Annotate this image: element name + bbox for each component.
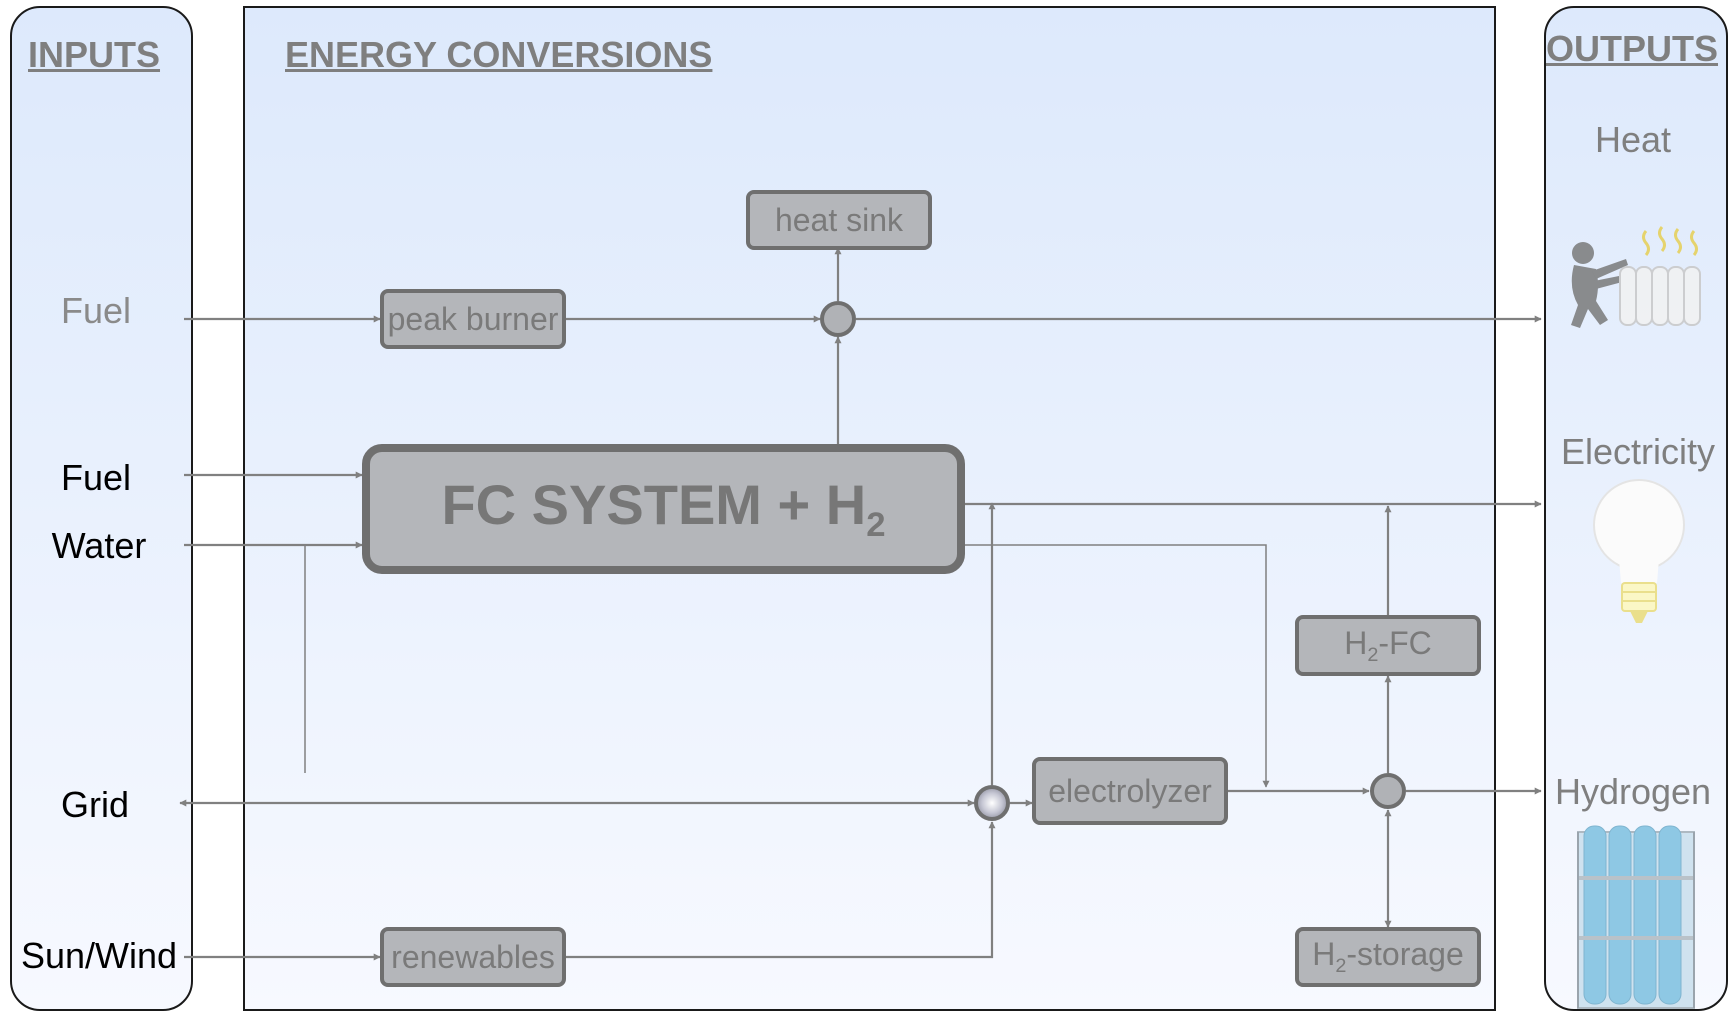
h2-fc-label: H2-FC [1344, 624, 1432, 666]
fc-system-label: FC SYSTEM + H2 [441, 473, 886, 545]
input-grid-label: Grid [60, 784, 130, 825]
hydrogen-junction [1370, 773, 1406, 809]
outputs-header: OUTPUTS [1546, 28, 1719, 69]
grid-junction [974, 785, 1010, 821]
energy-conversions-header: ENERGY CONVERSIONS [285, 34, 713, 75]
connector-fc-to-hydrogen-line [965, 544, 1270, 788]
person-warming-at-radiator-icon [1571, 226, 1701, 328]
h2-fc-box: H2-FC [1295, 615, 1481, 676]
gas-cylinders-icon [1577, 825, 1695, 1009]
heat-sink-box: heat sink [746, 190, 932, 250]
input-fuel-label: Fuel [60, 457, 132, 498]
input-fuel-peak-label: Fuel [60, 290, 132, 331]
h2-storage-label: H2-storage [1312, 936, 1464, 977]
peak-burner-label: peak burner [387, 300, 559, 337]
renewables-label: renewables [391, 938, 555, 975]
output-electricity-label: Electricity [1560, 431, 1716, 472]
h2-storage-box: H2-storage [1295, 927, 1481, 987]
electrolyzer-box: electrolyzer [1032, 757, 1228, 825]
light-bulb-icon [1593, 479, 1685, 623]
inputs-header: INPUTS [28, 34, 161, 75]
electrolyzer-label: electrolyzer [1048, 772, 1212, 809]
heat-sink-label: heat sink [774, 201, 904, 238]
output-hydrogen-label: Hydrogen [1554, 771, 1712, 812]
inputs-panel [10, 6, 193, 1011]
input-sun-wind-label: Sun/Wind [20, 935, 178, 976]
fc-system-box: FC SYSTEM + H2 [362, 444, 965, 574]
output-heat-label: Heat [1594, 119, 1672, 160]
renewables-box: renewables [380, 927, 566, 987]
peak-burner-box: peak burner [380, 289, 566, 349]
connector-renewables-to-grid-junction [566, 821, 996, 959]
input-water-label: Water [51, 525, 147, 566]
heat-junction [820, 301, 856, 337]
